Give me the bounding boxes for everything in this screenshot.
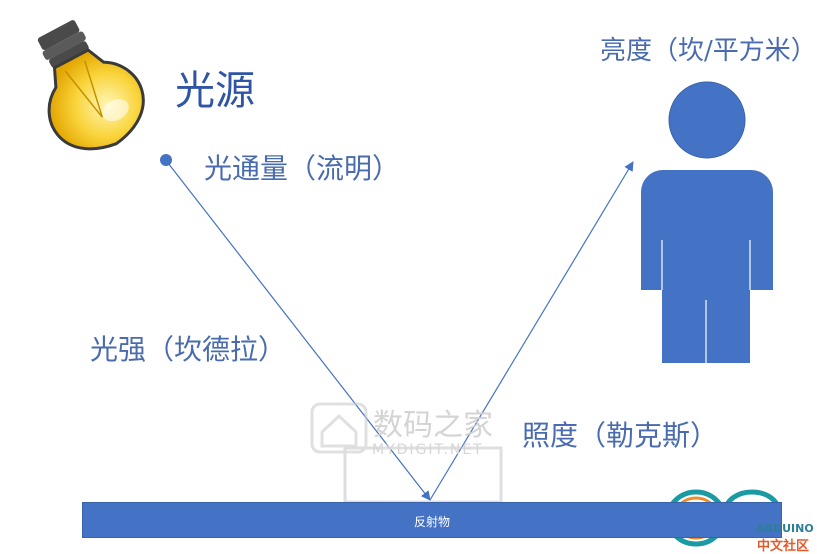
arduino-logo-subtitle: 中文社区 xyxy=(757,539,810,554)
incident-ray xyxy=(167,162,431,501)
watermark-subtitle: MYDIGIT.NET xyxy=(372,442,484,458)
illuminance-label: 照度（勒克斯） xyxy=(522,419,719,452)
watermark-title: 数码之家 xyxy=(373,408,493,443)
person-icon xyxy=(641,81,773,363)
light-source-label: 光源 xyxy=(175,68,255,114)
source-point xyxy=(160,154,172,166)
lightbulb-icon xyxy=(37,20,145,151)
luminous-flux-label: 光通量（流明） xyxy=(204,152,401,185)
reflector-label: 反射物 xyxy=(413,515,450,529)
luminous-intensity-label: 光强（坎德拉） xyxy=(90,333,287,366)
arduino-logo-name: ARDUINO xyxy=(756,522,814,535)
reflector-surface: 反射物 xyxy=(82,502,782,538)
reflected-ray xyxy=(429,161,634,501)
luminance-label: 亮度（坎/平方米） xyxy=(600,36,817,66)
